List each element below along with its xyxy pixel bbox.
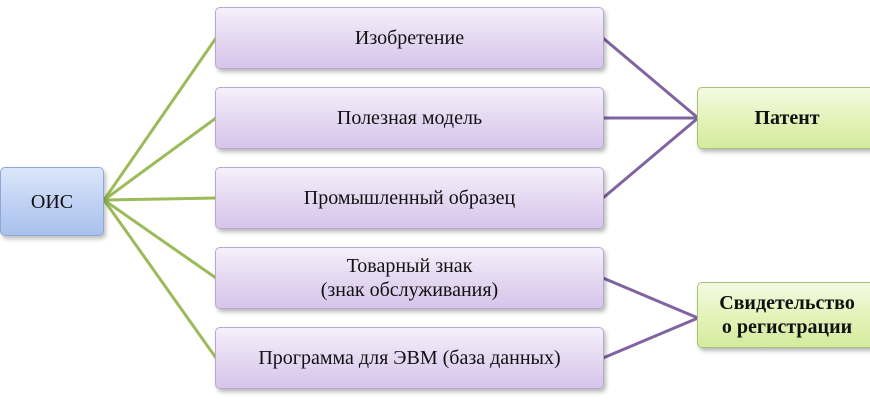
root-node-label: ОИС bbox=[30, 190, 74, 213]
connector-industrial-design-to-patent bbox=[602, 116, 699, 200]
node-registration-certificate: Свидетельство о регистрации bbox=[697, 282, 870, 348]
node-patent-label: Патент bbox=[754, 107, 820, 129]
node-invention-label: Изобретение bbox=[354, 27, 465, 49]
connector-trademark-to-certificate bbox=[602, 276, 699, 320]
node-software-label: Программа для ЭВМ (база данных) bbox=[258, 347, 561, 369]
connector-software-to-certificate bbox=[602, 316, 699, 360]
node-industrial-design: Промышленный образец bbox=[215, 167, 604, 229]
connector-root-to-invention bbox=[102, 37, 218, 201]
node-industrial-design-label: Промышленный образец bbox=[303, 187, 516, 209]
connector-root-to-industrial-design bbox=[103, 196, 217, 202]
connector-root-to-software bbox=[102, 199, 218, 359]
node-invention: Изобретение bbox=[215, 7, 604, 69]
node-trademark-label-line-1: Товарный знак bbox=[346, 255, 473, 277]
connector-root-to-utility-model bbox=[103, 116, 217, 202]
root-connectors bbox=[102, 37, 218, 359]
node-utility-model: Полезная модель bbox=[215, 87, 604, 149]
node-certificate-label-line-1: Свидетельство bbox=[719, 292, 855, 314]
document-connectors bbox=[602, 36, 699, 360]
node-patent: Патент bbox=[697, 87, 870, 149]
node-software: Программа для ЭВМ (база данных) bbox=[215, 327, 604, 389]
root-node-ois: ОИС bbox=[0, 167, 104, 236]
connector-root-to-trademark bbox=[103, 198, 217, 280]
node-utility-model-label: Полезная модель bbox=[336, 107, 483, 129]
node-trademark: Товарный знак (знак обслуживания) bbox=[215, 247, 604, 309]
connector-invention-to-patent bbox=[602, 36, 699, 120]
node-certificate-label-line-2: о регистрации bbox=[721, 316, 853, 338]
node-trademark-label-line-2: (знак обслуживания) bbox=[320, 279, 499, 301]
